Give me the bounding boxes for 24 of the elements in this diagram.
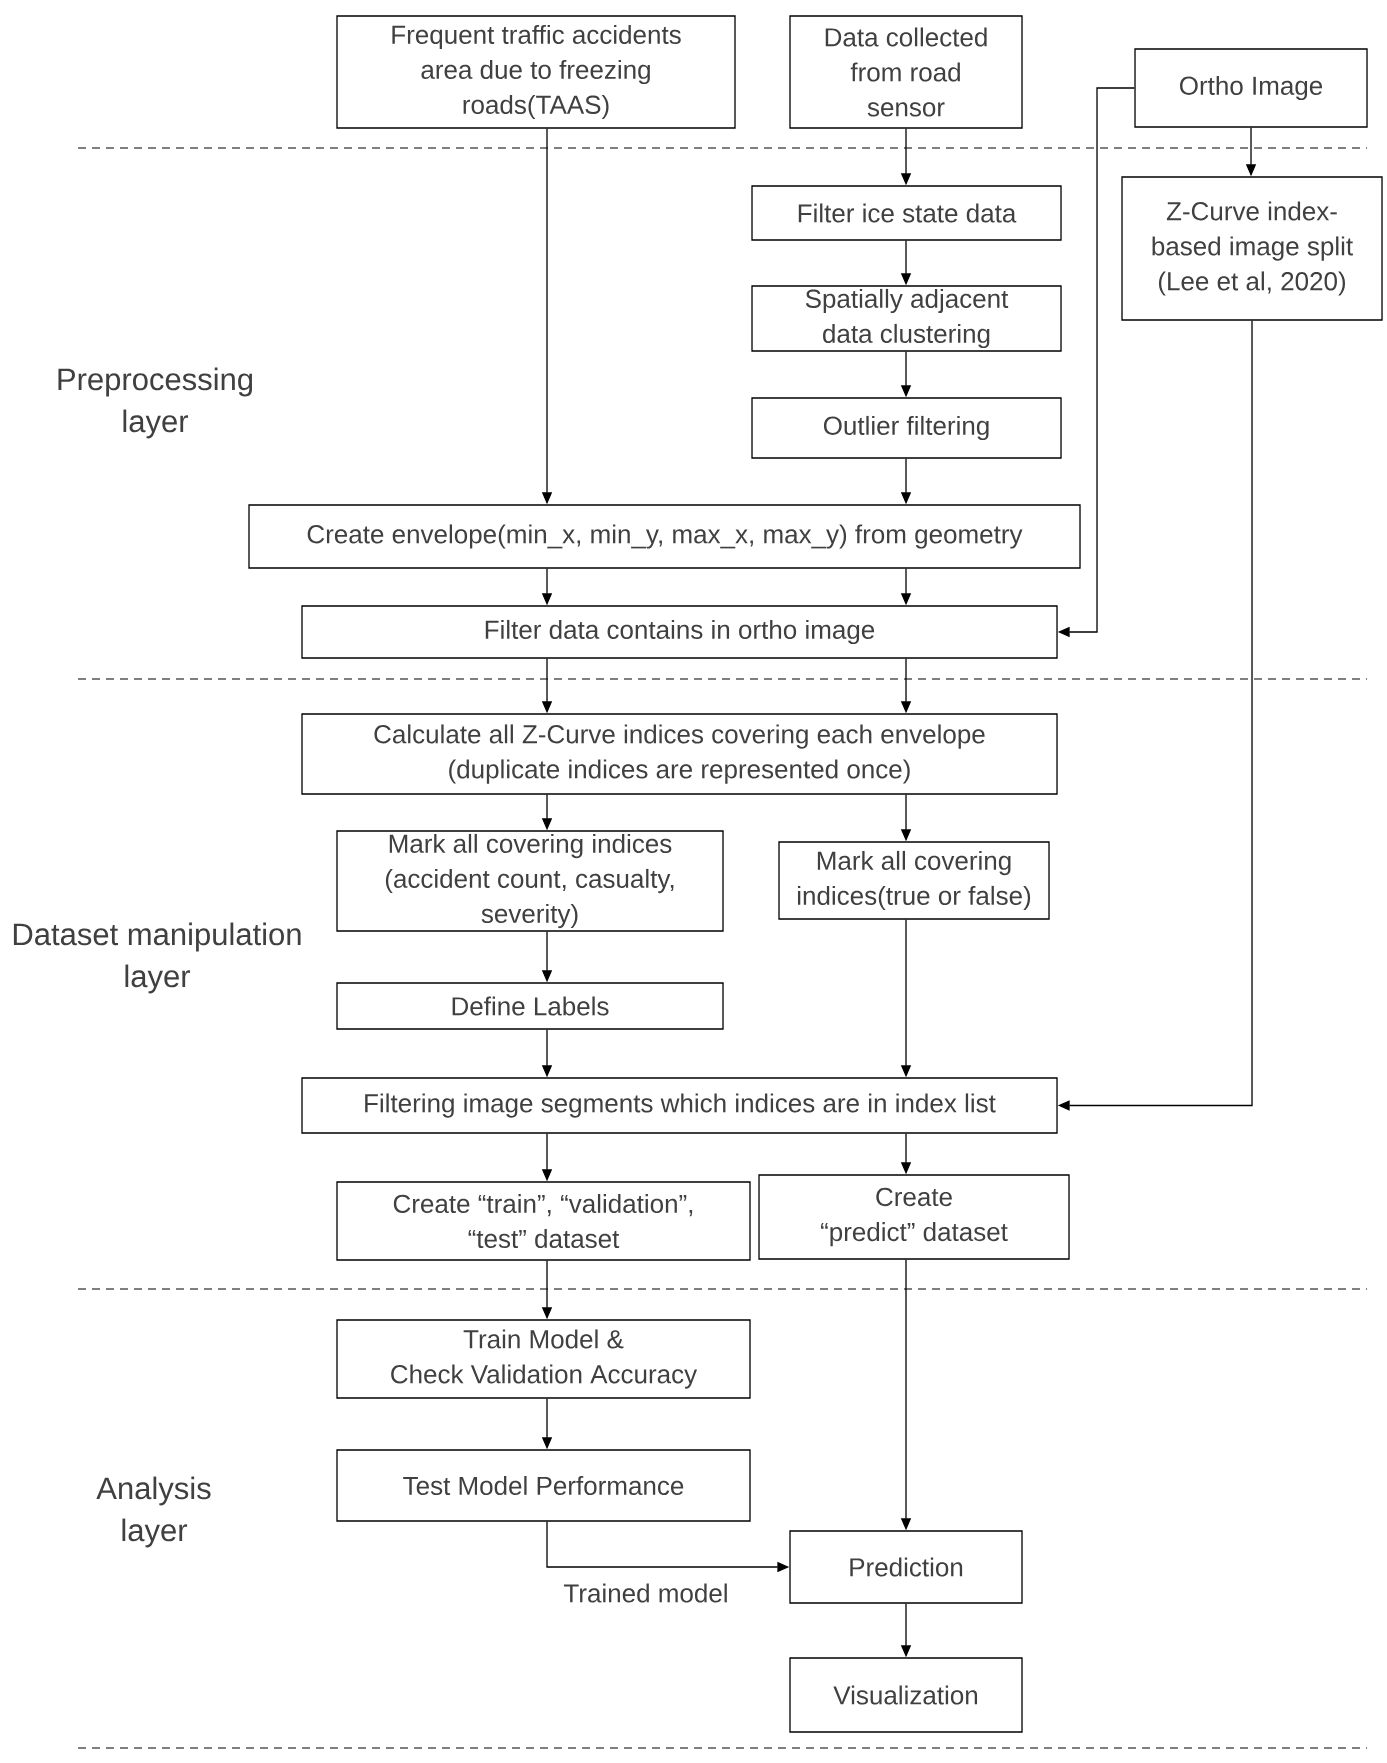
process-box: Data collected from road sensor — [789, 15, 1023, 129]
layer-label: Preprocessing layer — [58, 367, 253, 439]
process-box: Outlier filtering — [751, 397, 1062, 459]
process-box: Spatially adjacent data clustering — [751, 285, 1062, 352]
process-box: Prediction — [789, 1530, 1023, 1604]
process-box: Ortho Image — [1134, 48, 1368, 128]
process-box: Z-Curve index-based image split (Lee et al, 2020) — [1121, 176, 1383, 321]
process-box: Calculate all Z-Curve indices covering each envelope (duplicate indices are represented once) — [301, 713, 1058, 795]
process-box: Mark all covering indices(true or false) — [778, 841, 1050, 920]
process-box: Mark all covering indices (accident count, casualty, severity) — [336, 830, 724, 932]
layer-label: Analysis layer — [96, 1476, 211, 1548]
process-box: Frequent traffic accidents area due to freezing roads(TAAS) — [336, 15, 736, 129]
layer-label: Dataset manipulation layer — [13, 922, 301, 994]
process-box: Create “predict” dataset — [758, 1174, 1070, 1260]
process-box: Train Model & Check Validation Accuracy — [336, 1319, 751, 1399]
process-box: Visualization — [789, 1657, 1023, 1733]
process-box: Filter data contains in ortho image — [301, 605, 1058, 659]
process-box: Create envelope(min_x, min_y, max_x, max_y) from geometry — [248, 504, 1081, 569]
process-box: Filter ice state data — [751, 185, 1062, 241]
process-box: Test Model Performance — [336, 1449, 751, 1522]
process-box: Define Labels — [336, 982, 724, 1030]
process-box: Create “train”, “validation”, “test” dataset — [336, 1181, 751, 1261]
process-box: Filtering image segments which indices are in index list — [301, 1077, 1058, 1134]
edge-label: Trained model — [561, 1581, 731, 1605]
